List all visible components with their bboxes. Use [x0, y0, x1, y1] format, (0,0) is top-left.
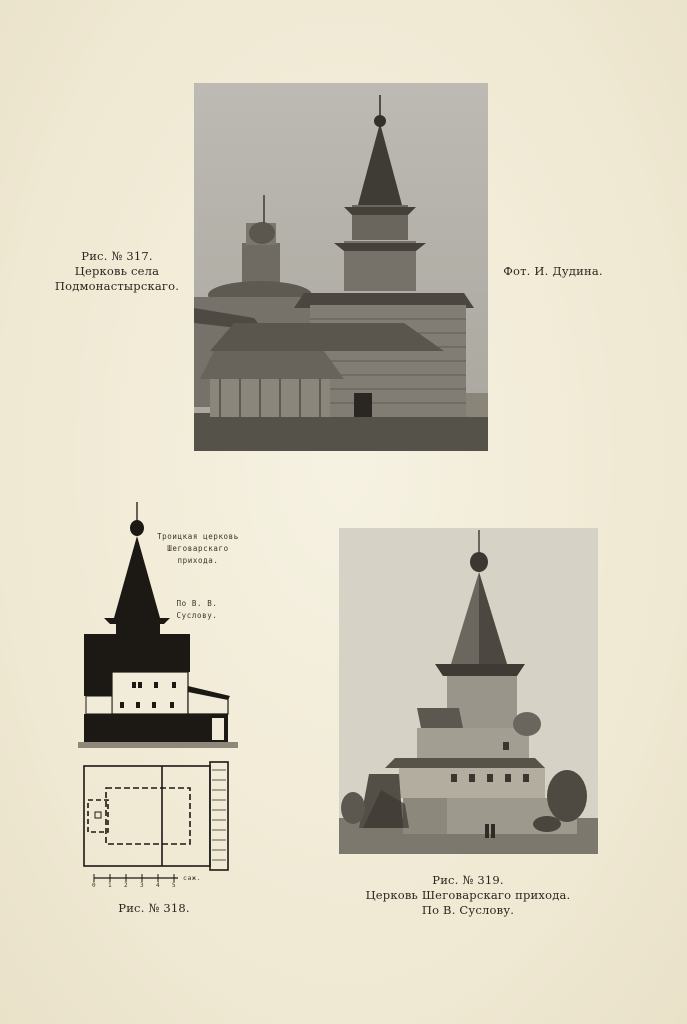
fig319-caption: Рис. № 319. Церковь Шеговарскаго прихода… [358, 873, 578, 918]
fig318-title-line3: прихода. [177, 556, 219, 565]
fig318-scale-unit: саж. [182, 874, 202, 882]
fig317-title-line2: Подмонастырскаго. [54, 279, 180, 293]
fig319-illustration [339, 528, 598, 854]
fig318-title-line2: Шеговарскаго [167, 544, 229, 553]
fig319-number: Рис. № 319. [432, 873, 504, 887]
fig317-credit: Фот. И. Дудина. [503, 264, 603, 278]
scale-tick-label: 5 [172, 882, 176, 889]
fig318-title-line1: Троицкая церковь [157, 532, 239, 541]
scale-tick-label: 4 [156, 882, 160, 889]
fig319-title: Церковь Шеговарскаго прихода. [365, 888, 571, 902]
fig317-title-line1: Церковь села [74, 264, 160, 278]
fig317-caption: Рис. № 317. Церковь села Подмонастырскаг… [52, 249, 182, 294]
fig318-author: По В. В. Суслову. [176, 599, 218, 620]
scale-tick-label: 1 [108, 882, 112, 889]
fig318-caption: Рис. № 318. [118, 901, 190, 915]
scale-tick-label: 0 [92, 882, 96, 889]
scale-tick-label: 2 [124, 882, 128, 889]
fig318-scale-ticks: 0 1 2 3 4 5 [88, 882, 184, 892]
fig318-architectural-drawing [74, 500, 244, 890]
fig317-number: Рис. № 317. [81, 249, 153, 263]
fig319-author: По В. Суслову. [421, 903, 515, 917]
scale-tick-label: 3 [140, 882, 144, 889]
fig317-photograph [194, 83, 488, 451]
fig318-title-block: Троицкая церковь Шеговарскаго прихода. [148, 531, 248, 567]
